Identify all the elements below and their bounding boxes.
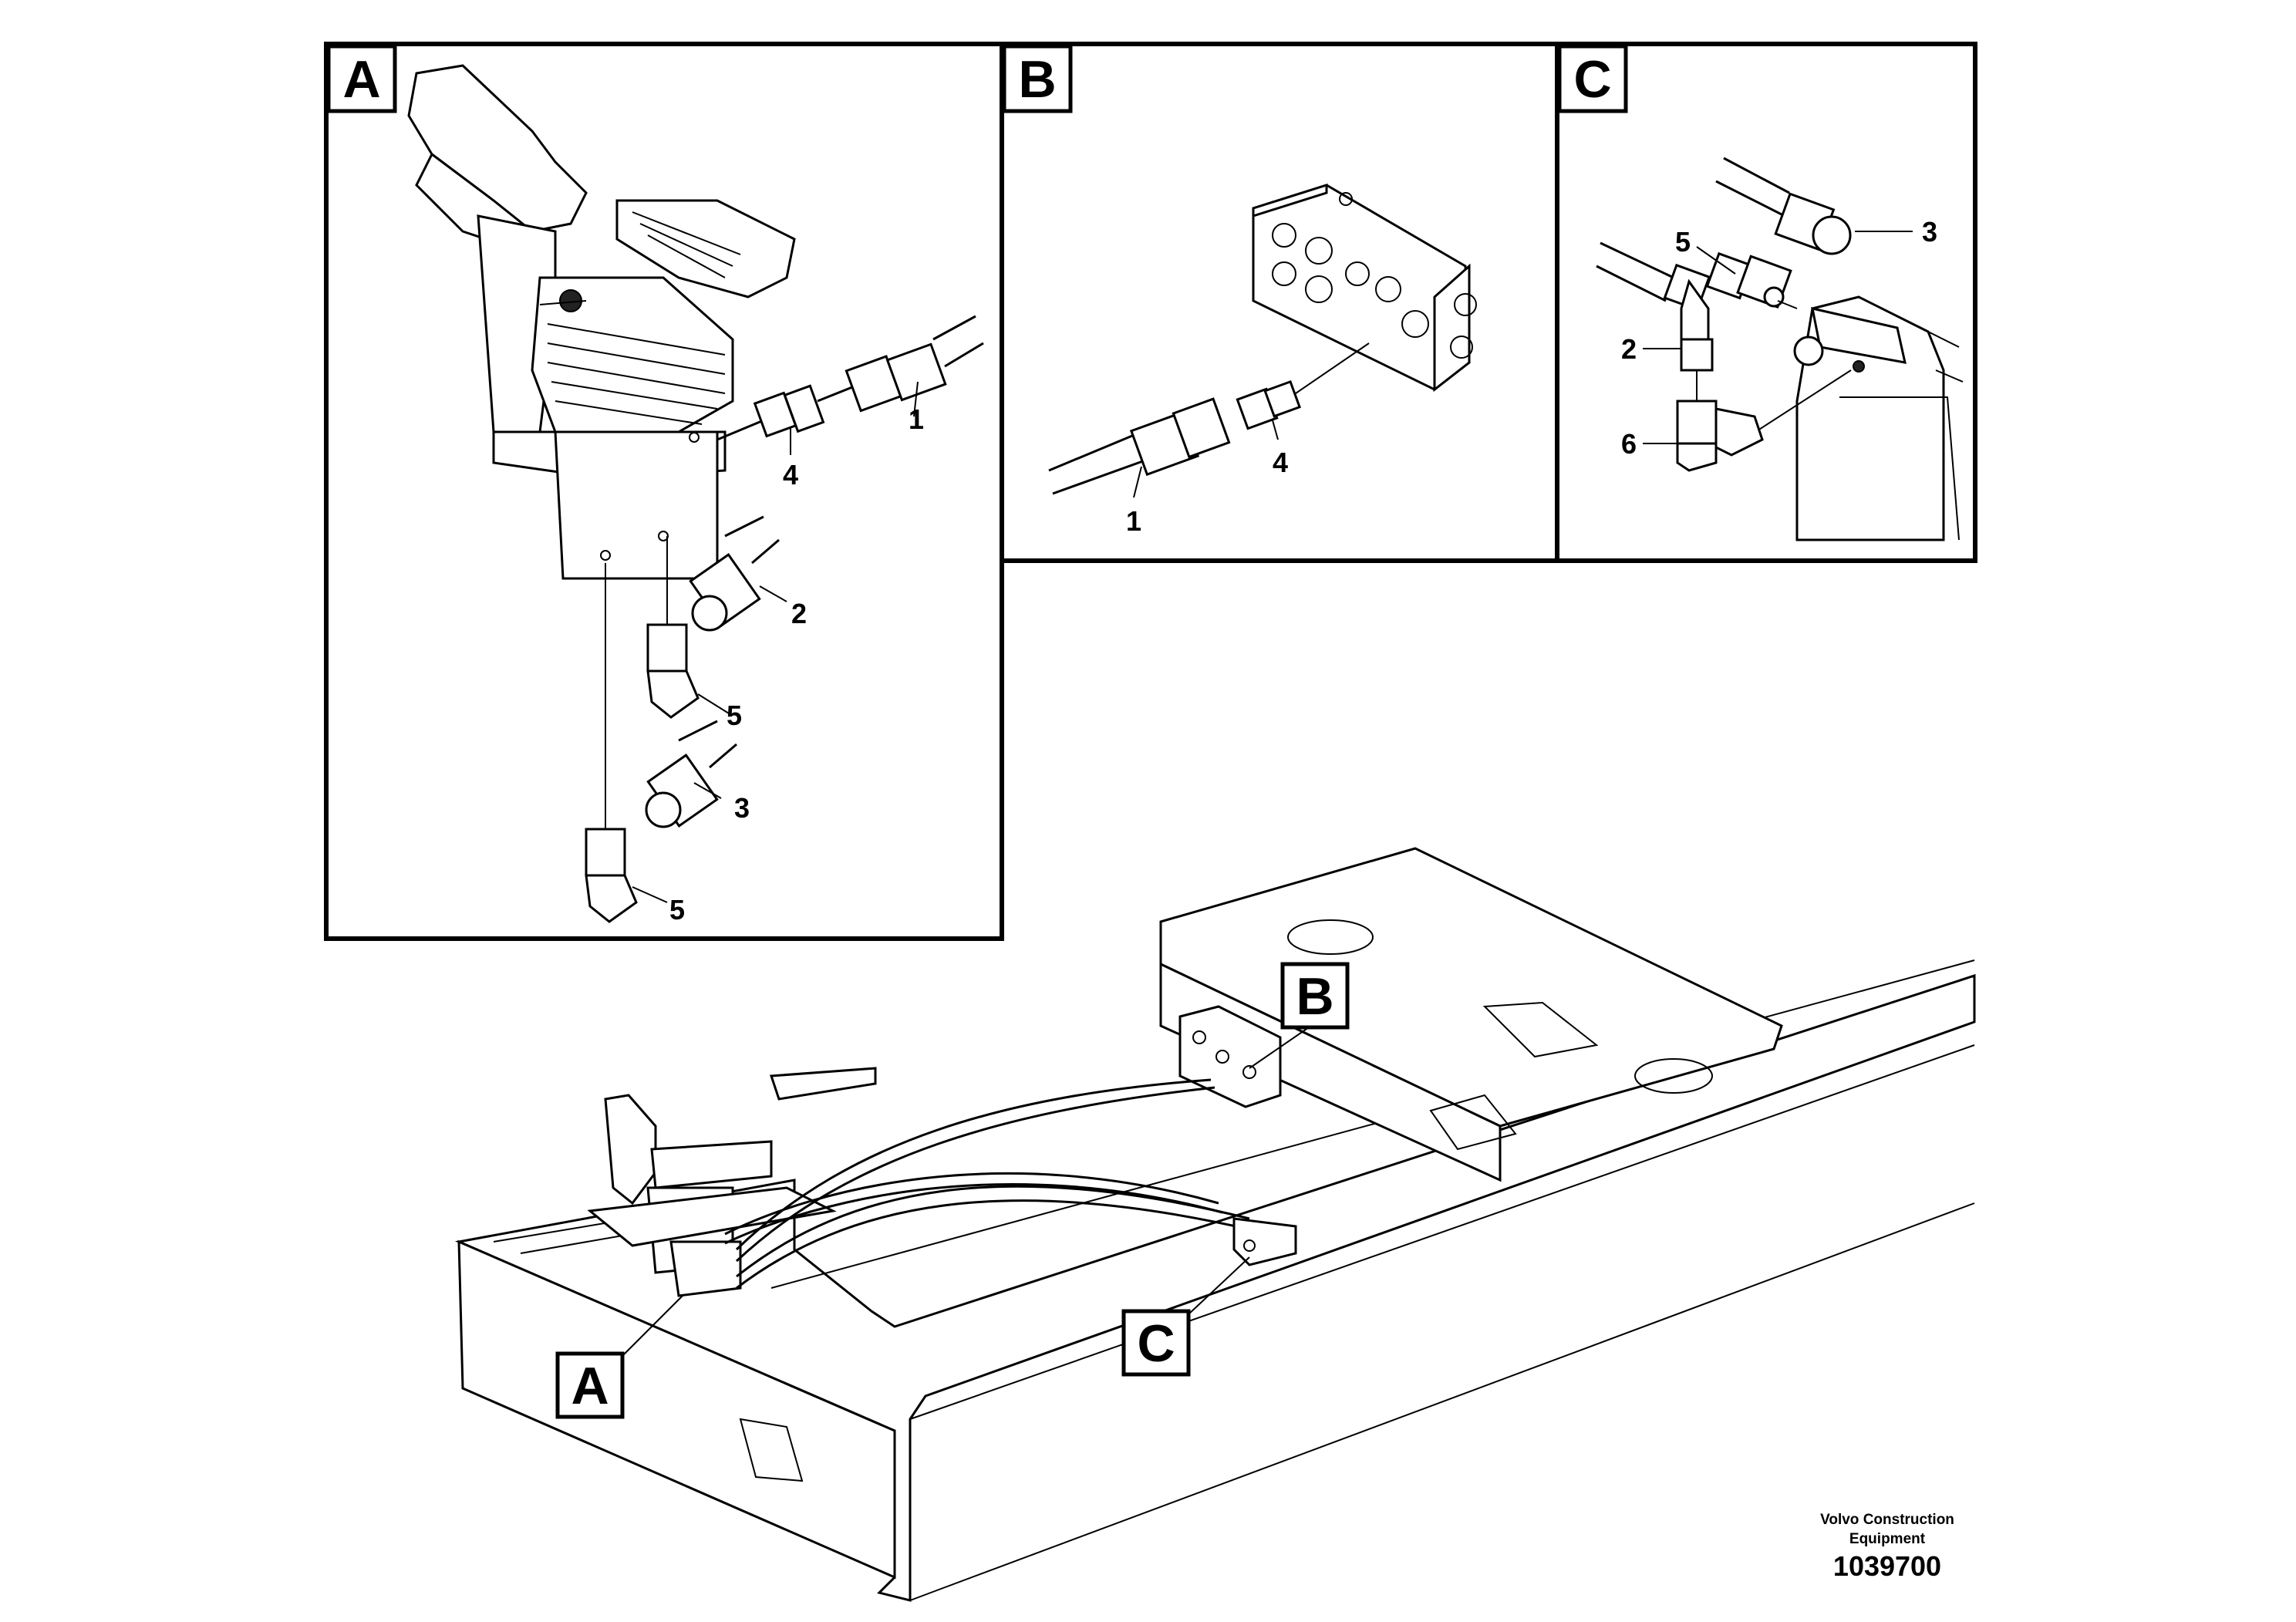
callout-a-4: 4 <box>783 459 798 491</box>
hose-3-and-fitting-5 <box>585 563 737 923</box>
callout-b-1: 1 <box>1126 505 1141 537</box>
overview-callout-c: C <box>1137 1314 1175 1373</box>
panel-c-label-box <box>1557 44 1628 113</box>
hose-2-and-fitting-5 <box>646 515 780 719</box>
hose-1-and-fitting-4-detail <box>1048 342 1370 495</box>
overview-callouts: B A C <box>555 962 1350 1419</box>
valve-block-drawing <box>1252 183 1477 393</box>
callout-a-3: 3 <box>734 792 750 824</box>
callout-a-5-lower: 5 <box>669 894 685 926</box>
callout-a-2: 2 <box>791 598 807 629</box>
panel-a: A <box>324 42 1004 941</box>
block-and-fittings-drawing <box>1596 157 1964 541</box>
manufacturer-credit: Volvo Construction Equipment <box>1802 1510 1972 1549</box>
overview-assembly <box>454 847 1976 1602</box>
panel-a-label-box <box>326 44 397 113</box>
callout-box-c <box>1121 1309 1191 1377</box>
callout-c-6: 6 <box>1621 428 1637 460</box>
panel-b-label-box <box>1002 44 1073 113</box>
callout-c-2: 2 <box>1621 333 1637 365</box>
document-number: 1039700 <box>1832 1550 1942 1582</box>
panel-c-letter: C <box>1573 50 1611 109</box>
credit-line-2: Equipment <box>1849 1531 1926 1547</box>
pedal-valve-drawing <box>407 64 796 580</box>
panel-b: B 1 4 <box>1000 42 1559 563</box>
panel-a-letter: A <box>342 50 380 109</box>
credit-line-1: Volvo Construction <box>1820 1512 1954 1528</box>
callout-box-b <box>1280 962 1350 1030</box>
overview-callout-a: A <box>571 1357 609 1415</box>
callout-c-3: 3 <box>1922 216 1937 248</box>
callout-a-5-upper: 5 <box>727 700 742 731</box>
callout-c-5: 5 <box>1675 226 1691 258</box>
panel-b-letter: B <box>1018 50 1056 109</box>
callout-a-1: 1 <box>909 403 924 435</box>
callout-b-4: 4 <box>1273 447 1288 478</box>
hose-1-and-fitting-4 <box>716 315 984 441</box>
callout-box-a <box>555 1351 625 1419</box>
overview-callout-b: B <box>1296 967 1333 1026</box>
panel-c: C <box>1555 42 1977 563</box>
